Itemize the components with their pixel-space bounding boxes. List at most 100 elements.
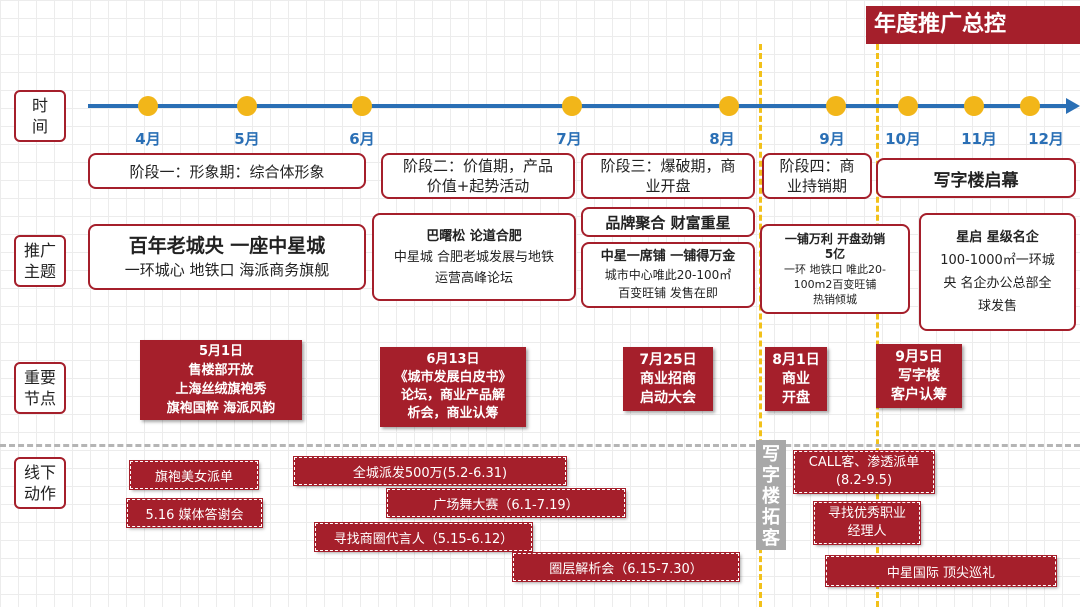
month-dot [138, 96, 158, 116]
action-text: 寻找优秀职业 [827, 506, 906, 521]
node-date: 5月1日 [198, 344, 244, 359]
row-label-theme: 推广 主题 [14, 235, 66, 287]
action-text: CALL客、渗透派单 [808, 455, 920, 470]
row-label-text: 时 [31, 96, 48, 115]
theme-subline: 一环城心 地铁口 海派商务旗舰 [124, 261, 330, 279]
row-label-text: 节点 [23, 389, 56, 408]
stage-label: 阶段四：商 [779, 157, 855, 175]
office-expansion-column: 写 字 楼 拓 客 [756, 440, 786, 550]
stage-label: 业开盘 [645, 177, 691, 195]
month-label: 10月 [885, 130, 921, 148]
row-label-offline: 线下 动作 [14, 457, 66, 509]
node-text: 上海丝绒旗袍秀 [175, 382, 267, 397]
action-find-managers: 寻找优秀职业 经理人 [813, 501, 921, 545]
theme-body: 一环 地铁口 唯此20- [784, 262, 886, 276]
phase-divider-office [876, 44, 879, 607]
month-label: 6月 [349, 130, 375, 148]
theme-1-box: 百年老城央 一座中星城 一环城心 地铁口 海派商务旗舰 [88, 224, 366, 290]
theme-body: 100-1000㎡一环城 [940, 253, 1055, 268]
office-expansion-char: 楼 [762, 486, 780, 507]
month-dot [352, 96, 372, 116]
row-label-text: 动作 [23, 484, 56, 503]
month-dot [898, 96, 918, 116]
month-label: 11月 [961, 130, 997, 148]
month-label: 12月 [1028, 130, 1064, 148]
node-text: 启动大会 [640, 389, 696, 406]
node-text: 《城市发展白皮书》 [394, 370, 512, 385]
theme-headline: 中星一席铺 一铺得万金 [600, 249, 736, 264]
node-text: 论坛，商业产品解 [400, 388, 505, 403]
action-call-flyer: CALL客、渗透派单 (8.2-9.5) [793, 450, 935, 494]
page-title: 年度推广总控 [866, 6, 1080, 44]
node-text: 开盘 [782, 389, 810, 406]
node-date: 7月25日 [639, 351, 697, 368]
action-text: 经理人 [847, 524, 887, 539]
action-top-tour: 中星国际 顶尖巡礼 [825, 555, 1057, 587]
node-date: 9月5日 [895, 348, 943, 365]
theme-body: 央 名企办公总部全 [943, 276, 1052, 291]
theme-body: 中星城 合肥老城发展与地铁 [393, 249, 555, 265]
node-date: 6月13日 [426, 352, 480, 367]
office-expansion-char: 字 [762, 465, 780, 486]
row-label-text: 重要 [23, 368, 56, 387]
action-square-dance: 广场舞大赛（6.1-7.19） [386, 488, 626, 518]
node-may1: 5月1日 售楼部开放 上海丝绒旗袍秀 旗袍国粹 海派风韵 [140, 340, 302, 420]
stage-label: 阶段二：价值期，产品 [402, 157, 553, 175]
node-text: 客户认筹 [891, 386, 947, 403]
stage-3-box: 阶段三：爆破期，商 业开盘 [581, 153, 755, 199]
action-circle-seminar: 圈层解析会（6.15-7.30） [512, 552, 740, 582]
stage-5-box: 写字楼启幕 [876, 158, 1076, 198]
stage-label: 写字楼启幕 [933, 170, 1019, 191]
office-expansion-char: 拓 [762, 507, 780, 528]
node-jul25: 7月25日 商业招商 启动大会 [623, 347, 713, 411]
month-label: 4月 [135, 130, 161, 148]
stage-label: 阶段一：形象期：综合体形象 [129, 162, 325, 181]
theme-headline: 一铺万利 开盘劲销 [784, 231, 886, 246]
stage-1-box: 阶段一：形象期：综合体形象 [88, 153, 366, 189]
node-text: 写字楼 [898, 367, 940, 384]
month-dot [964, 96, 984, 116]
node-sep5: 9月5日 写字楼 客户认筹 [876, 344, 962, 408]
month-dot [1020, 96, 1040, 116]
row-label-text: 主题 [23, 262, 56, 281]
row-label-time: 时 间 [14, 90, 66, 142]
month-label: 8月 [709, 130, 735, 148]
month-dot [237, 96, 257, 116]
stage-2-box: 阶段二：价值期，产品 价值+起势活动 [381, 153, 575, 199]
action-qipao-flyer: 旗袍美女派单 [129, 460, 259, 490]
row-label-text: 推广 [23, 241, 56, 260]
theme-4-box: 一铺万利 开盘劲销 5亿 一环 地铁口 唯此20- 100m2百变旺铺 热销倾城 [760, 224, 910, 314]
section-divider [0, 444, 1080, 447]
theme-body: 百变旺铺 发售在即 [618, 286, 718, 300]
theme-headline: 巴曙松 论道合肥 [426, 228, 522, 244]
theme-headline: 品牌聚合 财富重星 [605, 213, 731, 232]
node-date: 8月1日 [772, 351, 820, 368]
node-text: 析会，商业认筹 [407, 406, 499, 421]
action-media-thanks: 5.16 媒体答谢会 [126, 498, 263, 528]
month-label: 9月 [819, 130, 845, 148]
month-dot [562, 96, 582, 116]
month-dot [826, 96, 846, 116]
office-expansion-char: 客 [762, 528, 780, 549]
theme-headline: 百年老城央 一座中星城 [128, 235, 326, 257]
theme-3-brand-box: 品牌聚合 财富重星 [581, 207, 755, 237]
office-expansion-char: 写 [762, 444, 780, 465]
action-text: (8.2-9.5) [835, 473, 893, 488]
month-dot [719, 96, 739, 116]
stage-label: 阶段三：爆破期，商 [600, 157, 736, 175]
theme-body: 城市中心唯此20-100㎡ [604, 268, 732, 282]
month-label: 5月 [234, 130, 260, 148]
node-text: 商业招商 [640, 370, 696, 387]
row-label-nodes: 重要 节点 [14, 362, 66, 414]
stage-label: 业持销期 [786, 177, 847, 195]
theme-headline: 星启 星级名企 [956, 230, 1039, 245]
theme-body: 热销倾城 [813, 292, 857, 306]
theme-5-box: 星启 星级名企 100-1000㎡一环城 央 名企办公总部全 球发售 [919, 213, 1076, 331]
row-label-text: 间 [31, 117, 48, 136]
theme-body: 100m2百变旺铺 [793, 277, 877, 291]
action-spokesperson: 寻找商圈代言人（5.15-6.12） [314, 522, 533, 552]
theme-body: 运营高峰论坛 [434, 270, 513, 286]
action-citywide-flyer: 全城派发500万(5.2-6.31) [293, 456, 567, 486]
node-text: 售楼部开放 [188, 363, 254, 378]
theme-2-box: 巴曙松 论道合肥 中星城 合肥老城发展与地铁 运营高峰论坛 [372, 213, 576, 301]
